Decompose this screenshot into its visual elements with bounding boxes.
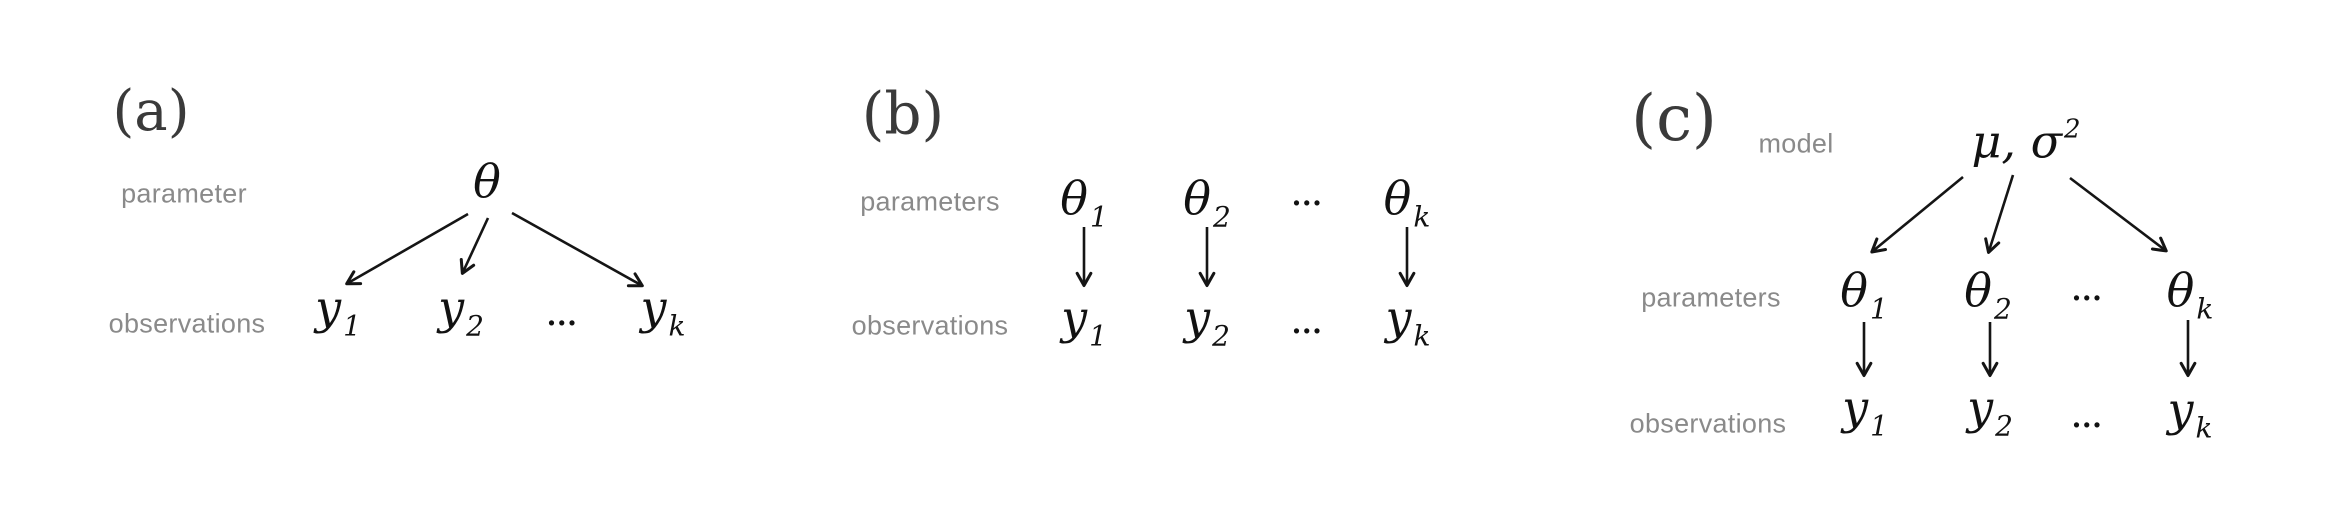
node-a-yk-sub: k [668, 309, 686, 343]
node-a-y2: y2 [438, 281, 484, 342]
node-c-mu-sigma-base: μ, σ [1971, 114, 2062, 169]
node-c-ellipsis-top: ... [2071, 273, 2103, 307]
node-c-theta1-sub: 1 [1869, 292, 1888, 326]
panel-b-tag: (b) [861, 79, 945, 148]
node-b-y1: y1 [1061, 291, 1107, 352]
node-b-y2-sub: 2 [1212, 319, 1230, 353]
node-c-y2: y2 [1967, 381, 2013, 442]
node-b-y2-base: y [1184, 290, 1211, 345]
node-b-theta1-sub: 1 [1089, 200, 1108, 234]
node-a-y1-base: y [315, 280, 342, 335]
edge-c-model-to-thetak [2069, 176, 2168, 253]
node-c-y2-base: y [1967, 380, 1994, 435]
node-c-mu-sigma-sup: 2 [2064, 114, 2081, 145]
node-c-theta2-sub: 2 [1993, 292, 2012, 326]
node-b-ellipsis-bottom: ... [1291, 306, 1323, 340]
node-b-thetak: θk [1384, 172, 1431, 233]
panel-b-parameters-label: parameters [860, 186, 1000, 217]
node-c-y2-sub: 2 [1995, 409, 2013, 443]
node-c-yk: yk [2168, 383, 2213, 444]
node-b-thetak-sub: k [1413, 200, 1431, 234]
node-c-theta2-base: θ [1964, 263, 1992, 318]
node-b-yk: yk [1386, 291, 1431, 352]
node-a-y2-base: y [438, 280, 465, 335]
node-a-y2-sub: 2 [466, 309, 484, 343]
node-b-theta1-base: θ [1060, 171, 1088, 226]
panel-c-parameters-label: parameters [1641, 282, 1781, 313]
edge-a-theta-to-yk [511, 211, 644, 288]
node-a-y1-sub: 1 [343, 309, 361, 343]
node-b-yk-base: y [1385, 290, 1412, 345]
node-b-theta2-base: θ [1183, 171, 1211, 226]
edge-a-theta-to-y1 [345, 212, 469, 286]
panel-a-parameter-label: parameter [121, 178, 247, 209]
node-b-y1-sub: 1 [1089, 319, 1107, 353]
node-b-theta2-sub: 2 [1212, 200, 1231, 234]
node-b-y2: y2 [1184, 291, 1230, 352]
node-c-thetak-base: θ [2166, 263, 2195, 318]
node-b-ellipsis-top: ... [1291, 178, 1323, 212]
node-c-y1-base: y [1842, 380, 1869, 435]
node-a-y1: y1 [315, 281, 361, 342]
panel-a-observations-label: observations [108, 308, 266, 339]
node-a-yk: yk [641, 281, 686, 342]
node-a-theta-base: θ [473, 154, 501, 209]
node-c-ellipsis-bottom: ... [2071, 400, 2103, 434]
panel-b-observations-label: observations [851, 310, 1009, 341]
edge-a-theta-to-y2 [459, 217, 490, 275]
node-a-yk-base: y [640, 280, 667, 335]
edge-c-model-to-theta2 [1984, 174, 2015, 254]
panel-c-tag: (c) [1631, 82, 1717, 157]
node-c-theta1: θ1 [1840, 264, 1888, 325]
node-c-theta1-base: θ [1840, 263, 1868, 318]
node-b-yk-sub: k [1413, 319, 1431, 353]
panel-c-observations-label: observations [1629, 408, 1787, 439]
node-c-y1-sub: 1 [1870, 409, 1888, 443]
node-a-ellipsis: ... [546, 298, 578, 332]
node-b-thetak-base: θ [1383, 171, 1412, 226]
node-c-thetak-sub: k [2196, 292, 2214, 326]
panel-a-tag: (a) [112, 78, 190, 144]
node-c-theta2: θ2 [1964, 264, 2012, 325]
node-b-y1-base: y [1061, 290, 1088, 345]
node-c-yk-sub: k [2195, 411, 2213, 445]
node-c-y1: y1 [1842, 381, 1888, 442]
node-a-theta: θ [473, 155, 503, 216]
edge-c-model-to-theta1 [1870, 175, 1964, 254]
node-b-theta2: θ2 [1183, 172, 1231, 233]
node-b-theta1: θ1 [1060, 172, 1108, 233]
node-c-mu-sigma: μ, σ2 [1971, 114, 2081, 169]
node-c-yk-base: y [2167, 382, 2194, 437]
node-c-thetak: θk [2167, 264, 2214, 325]
panel-c-model-label: model [1758, 128, 1834, 159]
